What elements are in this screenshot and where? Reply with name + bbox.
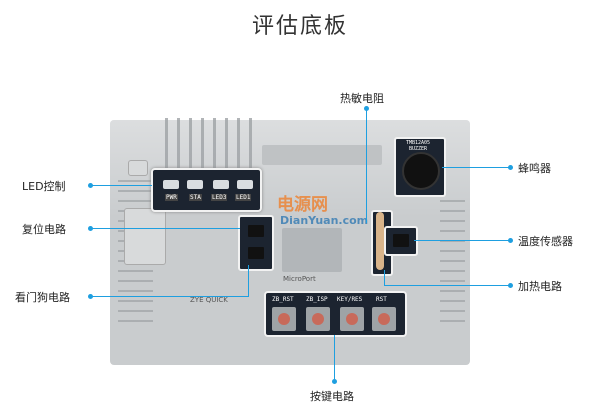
usb-port (128, 160, 148, 176)
led-indicator (187, 180, 203, 189)
key-button (306, 307, 330, 331)
brand-text: ZYE QUICK (190, 296, 228, 304)
callout-line-reset (90, 228, 240, 229)
reset-watchdog-block (238, 215, 274, 271)
right-pin-header (440, 200, 465, 330)
callout-line-temp (414, 240, 510, 241)
led-label: STA (189, 194, 202, 201)
callout-line-heater-h (384, 285, 510, 286)
led-indicator (163, 180, 179, 189)
microport-text: MicroPort (283, 275, 316, 283)
key-label: KEY/RES (337, 296, 363, 303)
callout-line-watchdog-v (248, 265, 249, 297)
callout-dot (508, 238, 513, 243)
callout-dot (88, 226, 93, 231)
label-heater: 加热电路 (518, 280, 562, 293)
mcu-chip (282, 228, 342, 272)
callout-dot (508, 165, 513, 170)
watchdog-ic (248, 247, 264, 259)
callout-dot (88, 294, 93, 299)
key-button (340, 307, 364, 331)
callout-dot (364, 106, 369, 111)
page-title: 评估底板 (251, 14, 348, 39)
callout-line-watchdog-h (90, 296, 248, 297)
led-indicator (237, 180, 253, 189)
callout-dot (508, 283, 513, 288)
led-indicator (213, 180, 229, 189)
callout-line-keys (334, 335, 335, 381)
callout-line-heater-v (384, 270, 385, 286)
buzzer-icon (402, 152, 440, 190)
label-led: LED控制 (22, 180, 66, 193)
callout-line-thermistor (366, 108, 367, 223)
led-label: PWR (165, 194, 178, 201)
label-buzzer: 蜂鸣器 (518, 162, 551, 175)
key-button (372, 307, 396, 331)
label-keys: 按键电路 (310, 390, 354, 403)
label-thermistor: 热敏电阻 (340, 92, 384, 105)
callout-line-buzzer (442, 167, 510, 168)
connector-strip (262, 145, 382, 165)
label-temp-sensor: 温度传感器 (518, 235, 573, 248)
watermark-en: DianYuan.com (280, 214, 369, 227)
key-label: ZB_RST (272, 296, 294, 303)
label-reset: 复位电路 (22, 223, 66, 236)
temp-sensor-ic (393, 234, 409, 247)
reset-ic (248, 225, 264, 237)
key-button (272, 307, 296, 331)
callout-dot (88, 183, 93, 188)
buzzer-caption: TMB12A05 BUZZER (405, 140, 431, 152)
heater-resistor (376, 212, 384, 270)
temp-sensor-block (384, 226, 418, 256)
callout-line-led (90, 185, 152, 186)
led-label: LED1 (235, 194, 252, 201)
key-label: ZB_ISP (306, 296, 328, 303)
label-watchdog: 看门狗电路 (15, 291, 70, 304)
rf-module (124, 208, 166, 265)
led-control-block: PWR STA LED3 LED1 (151, 168, 262, 212)
key-circuit-block: ZB_RST ZB_ISP KEY/RES RST (264, 291, 407, 337)
key-label: RST (376, 296, 387, 303)
watermark-cn: 电源网 (277, 195, 328, 215)
callout-dot (332, 379, 337, 384)
led-label: LED3 (211, 194, 228, 201)
